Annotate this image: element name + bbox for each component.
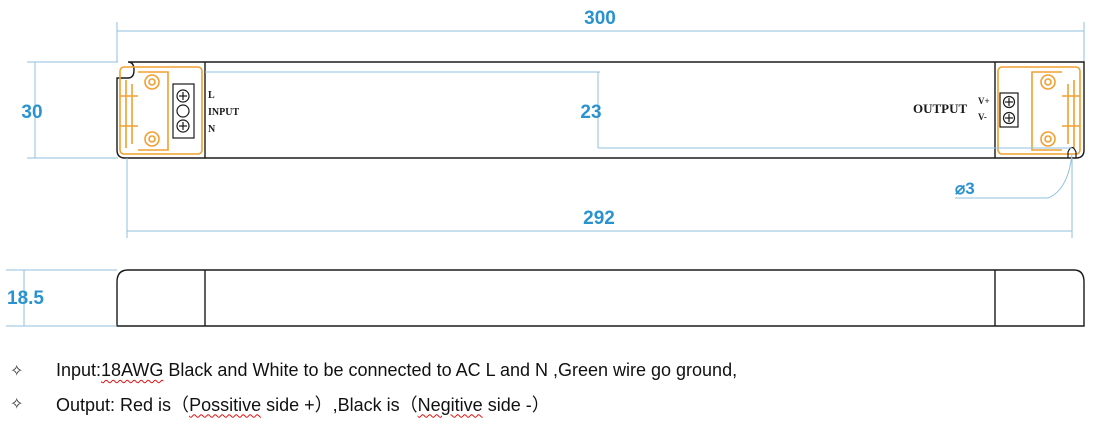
output-title: OUTPUT	[913, 101, 968, 116]
input-n-label: N	[208, 124, 216, 135]
hole-leader	[955, 153, 1073, 199]
note-output-text: Output: Red is（Possitive side +）,Black i…	[56, 394, 550, 415]
notes-list: ✧ Input:18AWG Black and White to be conn…	[10, 354, 737, 420]
hole-diameter-label: ⌀3	[955, 179, 975, 198]
right-terminal-bracket	[997, 66, 1081, 155]
four-point-star-icon: ✧	[10, 395, 24, 413]
dimension-292	[126, 158, 1073, 238]
output-terminal-block	[999, 92, 1019, 128]
mechanical-drawing: 300 30 L INPUT N	[6, 8, 1085, 327]
note-output: ✧ Output: Red is（Possitive side +）,Black…	[10, 387, 737, 420]
note-input-text: Input:18AWG Black and White to be connec…	[56, 360, 738, 380]
dimension-30-label: 30	[21, 102, 42, 123]
dimension-18-5	[6, 269, 117, 327]
dimension-300	[116, 22, 1085, 62]
dimension-23-label: 23	[580, 102, 601, 123]
dimension-30	[27, 61, 118, 159]
dimension-300-label: 300	[584, 8, 616, 29]
dimension-18-5-label: 18.5	[7, 288, 44, 309]
input-title: INPUT	[208, 107, 239, 118]
input-l-label: L	[208, 90, 215, 101]
side-view-body	[116, 269, 1085, 327]
left-terminal-bracket	[119, 66, 203, 155]
four-point-star-icon: ✧	[10, 362, 24, 380]
note-input: ✧ Input:18AWG Black and White to be conn…	[10, 354, 737, 387]
output-vplus-label: V+	[978, 96, 990, 106]
dimension-23	[205, 71, 1072, 149]
input-terminal-block	[172, 83, 195, 139]
dimension-292-label: 292	[583, 208, 615, 229]
output-vminus-label: V-	[978, 112, 987, 122]
